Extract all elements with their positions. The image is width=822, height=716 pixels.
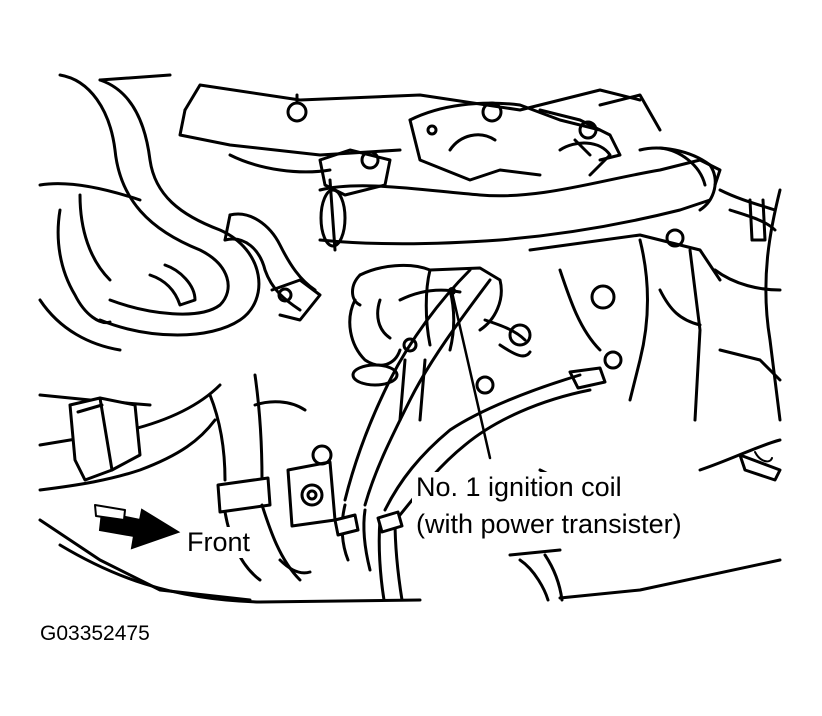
front-direction-arrow-icon [94, 504, 181, 550]
lower-left-hose [38, 373, 302, 582]
upper-transverse-hose [318, 138, 722, 252]
right-engine-block [508, 188, 782, 602]
upper-manifold [178, 83, 662, 182]
left-coolant-hose [38, 73, 261, 352]
bracket-bolt [253, 400, 337, 575]
ignition-coil [348, 264, 532, 422]
wiring-harness [333, 268, 607, 602]
figure-identifier: G03352475 [40, 622, 150, 645]
front-direction-label: Front [185, 527, 253, 559]
leader-line-icon [448, 287, 492, 460]
ignition-coil-label: No. 1 ignition coil [412, 472, 626, 504]
background-engine-outline [38, 182, 782, 604]
ignition-coil-sublabel: (with power transister) [412, 509, 686, 541]
intake-elbow [223, 212, 322, 322]
